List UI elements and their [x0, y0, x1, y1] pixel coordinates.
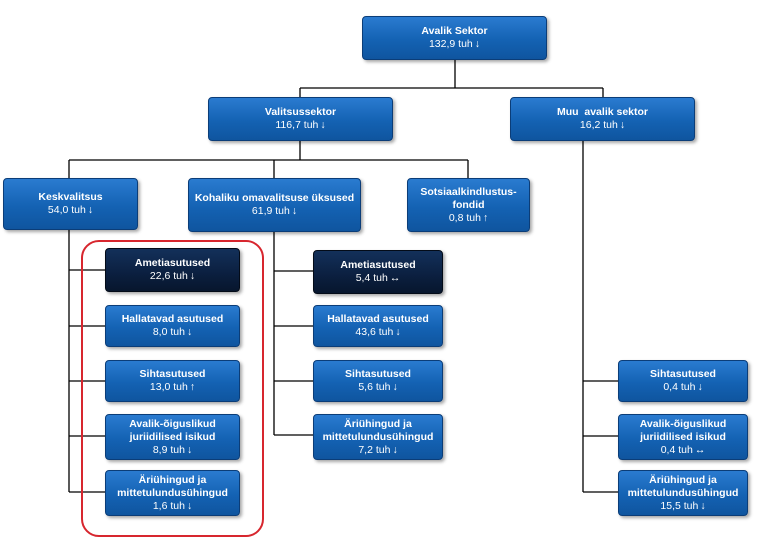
node-value: 0,4 tuh↔ [660, 443, 706, 456]
node-avalik-sektor: Avalik Sektor 132,9 tuh↓ [362, 16, 547, 60]
node-name: Äriühingud ja mittetulundusühingud [117, 473, 228, 499]
node-muu-avalik-sektor: Muu avalik sektor 16,2 tuh↓ [510, 97, 695, 141]
node-name: Hallatavad asutused [121, 313, 224, 325]
node-value: 132,9 tuh↓ [428, 38, 481, 50]
node-name: Muu avalik sektor [556, 106, 649, 118]
node-name: Avalik Sektor [421, 25, 488, 37]
arrow-down-icon: ↓ [186, 443, 193, 456]
node-value: 8,0 tuh↓ [152, 326, 193, 338]
node-name: Keskvalitsus [38, 191, 103, 203]
node-name: Äriühingud ja mittetulundusühingud [322, 417, 434, 443]
arrow-down-icon: ↓ [189, 270, 196, 282]
arrow-down-icon: ↓ [392, 443, 398, 456]
node-value: 43,6 tuh↓ [355, 326, 401, 338]
node-name: Ametiasutused [134, 257, 211, 269]
node-kv-ametiasutused: Ametiasutused 22,6 tuh↓ [105, 248, 240, 292]
node-name: Avalik-õiguslikud juriidilised isikud [129, 417, 216, 443]
node-valitsussektor: Valitsussektor 116,7 tuh↓ [208, 97, 393, 141]
node-name: Sihtasutused [139, 368, 206, 380]
node-kov-ametiasutused: Ametiasutused 5,4 tuh↔ [313, 250, 443, 294]
arrow-down-icon: ↓ [87, 204, 94, 216]
node-value: 16,2 tuh↓ [579, 119, 626, 131]
arrow-down-icon: ↓ [474, 38, 481, 50]
node-kohaliku-omavalitsuse-uksused: Kohaliku omavalitsuse üksused 61,9 tuh↓ [188, 178, 361, 232]
node-name: Sihtasutused [650, 368, 716, 380]
arrow-down-icon: ↓ [186, 326, 193, 338]
arrow-up-icon: ↑ [482, 211, 489, 224]
arrow-down-icon: ↓ [697, 381, 703, 393]
arrow-down-icon: ↓ [619, 119, 626, 131]
node-muu-sihtasutused: Sihtasutused 0,4 tuh↓ [618, 360, 748, 402]
arrow-down-icon: ↓ [395, 326, 401, 338]
node-value: 13,0 tuh↑ [149, 381, 196, 393]
node-kv-hallatavad-asutused: Hallatavad asutused 8,0 tuh↓ [105, 305, 240, 347]
arrow-both-icon: ↔ [389, 272, 401, 284]
node-name: Ametiasutused [340, 259, 416, 271]
highlight-outline [81, 240, 264, 537]
node-name: Äriühingud ja mittetulundusühingud [627, 473, 739, 499]
arrow-down-icon: ↓ [291, 205, 298, 217]
node-value: 5,6 tuh↓ [358, 381, 398, 393]
arrow-both-icon: ↔ [694, 443, 706, 456]
arrow-up-icon: ↑ [189, 381, 196, 393]
node-value: 0,8 tuh↑ [448, 211, 489, 224]
arrow-down-icon: ↓ [392, 381, 398, 393]
node-value: 7,2 tuh↓ [358, 443, 398, 456]
node-sotsiaalkindlustusfondid: Sotsiaalkindlustus-fondid 0,8 tuh↑ [407, 178, 530, 232]
node-name: Kohaliku omavalitsuse üksused [194, 192, 355, 204]
node-name: Avalik-õiguslikud juriidilised isikud [639, 417, 727, 443]
node-value: 61,9 tuh↓ [251, 205, 298, 217]
node-keskvalitsus: Keskvalitsus 54,0 tuh↓ [3, 178, 138, 230]
node-muu-ariuhingud: Äriühingud ja mittetulundusühingud 15,5 … [618, 470, 748, 516]
node-name: Sotsiaalkindlustus-fondid [420, 185, 517, 211]
node-value: 22,6 tuh↓ [149, 270, 196, 282]
node-value: 5,4 tuh↔ [355, 272, 401, 284]
node-name: Hallatavad asutused [327, 313, 429, 325]
node-value: 8,9 tuh↓ [152, 443, 193, 456]
node-value: 54,0 tuh↓ [47, 204, 94, 216]
arrow-down-icon: ↓ [320, 119, 326, 131]
node-kov-sihtasutused: Sihtasutused 5,6 tuh↓ [313, 360, 443, 402]
arrow-down-icon: ↓ [186, 499, 193, 512]
node-kv-sihtasutused: Sihtasutused 13,0 tuh↑ [105, 360, 240, 402]
node-kov-ariuhingud: Äriühingud ja mittetulundusühingud 7,2 t… [313, 414, 443, 460]
node-name: Valitsussektor [264, 106, 337, 118]
node-value: 0,4 tuh↓ [663, 381, 703, 393]
node-value: 15,5 tuh↓ [660, 499, 706, 512]
node-value: 1,6 tuh↓ [152, 499, 193, 512]
node-name: Sihtasutused [345, 368, 411, 380]
node-kv-avalik-oiguslikud: Avalik-õiguslikud juriidilised isikud 8,… [105, 414, 240, 460]
node-kov-hallatavad-asutused: Hallatavad asutused 43,6 tuh↓ [313, 305, 443, 347]
node-value: 116,7 tuh↓ [275, 119, 326, 131]
node-kv-ariuhingud: Äriühingud ja mittetulundusühingud 1,6 t… [105, 470, 240, 516]
node-muu-avalik-oiguslikud: Avalik-õiguslikud juriidilised isikud 0,… [618, 414, 748, 460]
arrow-down-icon: ↓ [700, 499, 706, 512]
